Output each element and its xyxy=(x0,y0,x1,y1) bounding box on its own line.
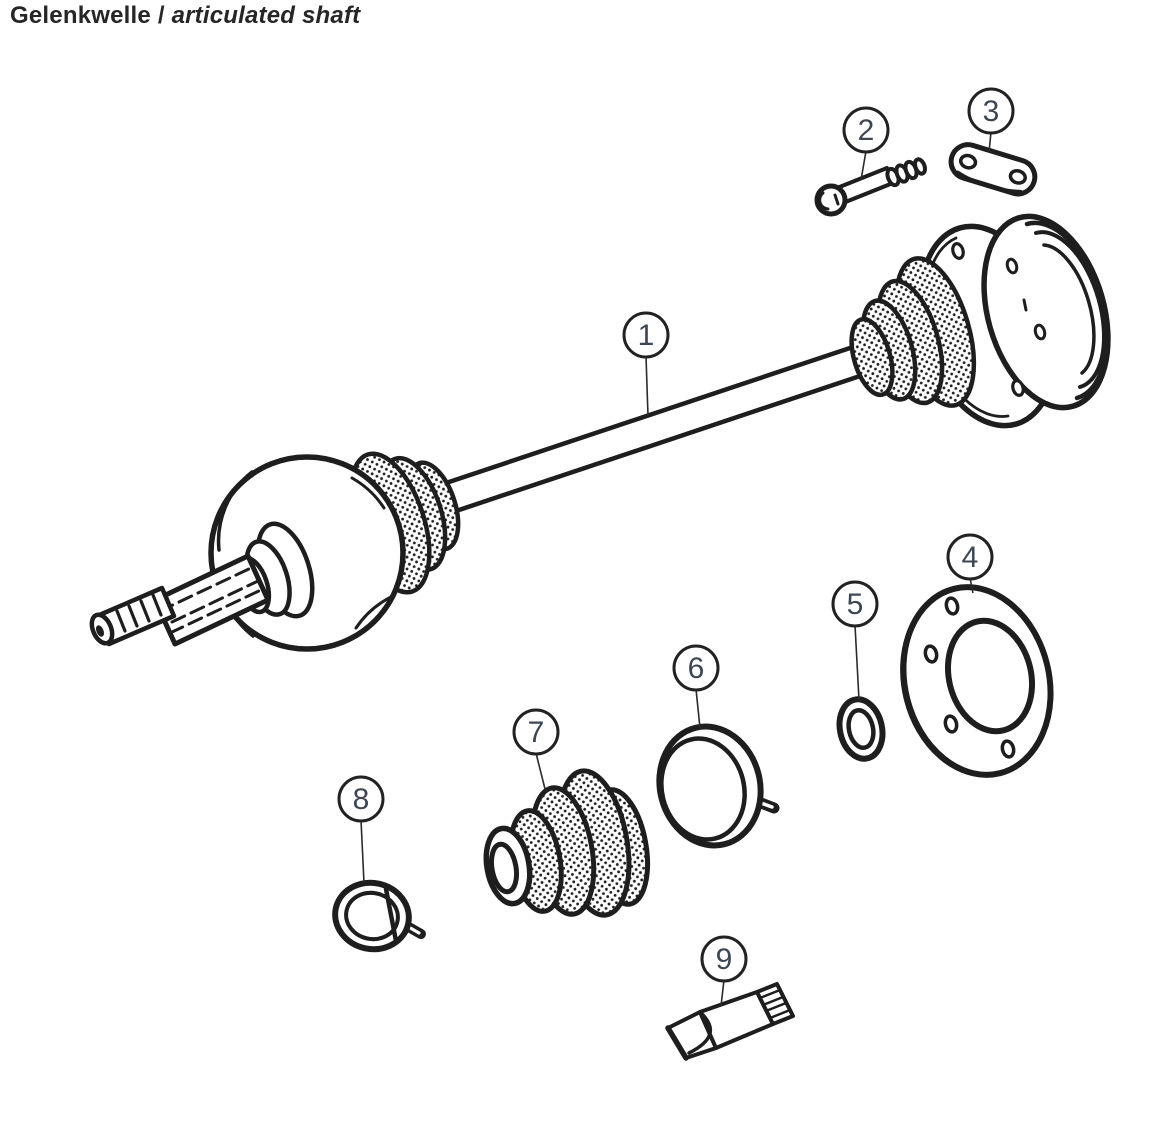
flange-gasket xyxy=(900,584,1054,778)
callouts: 1 2 3 4 5 6 7 xyxy=(337,87,1015,1007)
bolt-hole xyxy=(923,644,939,664)
callout-circle xyxy=(512,708,560,756)
title-english: articulated shaft xyxy=(171,2,361,29)
callout-number: 6 xyxy=(688,652,705,685)
bolt-hole xyxy=(951,242,965,260)
title-separator: / xyxy=(150,2,172,29)
plate-hole xyxy=(1008,169,1027,185)
boot-opening-hole xyxy=(488,841,520,895)
bolt-hole xyxy=(944,596,960,616)
callout-circle xyxy=(622,311,670,359)
callout-number: 3 xyxy=(983,95,1000,128)
bolt-hole xyxy=(1033,323,1047,341)
callout-1: 1 xyxy=(622,311,670,417)
outer-cv-joint-drum xyxy=(927,213,1111,411)
callout-circle xyxy=(672,644,720,692)
callout-number: 9 xyxy=(716,943,733,976)
drive-shaft xyxy=(440,335,893,515)
callout-9: 9 xyxy=(700,935,748,1007)
callout-circle xyxy=(842,106,890,154)
bolt-hole xyxy=(1011,379,1025,397)
callout-circle xyxy=(831,580,879,628)
callout-number: 7 xyxy=(528,716,545,749)
callout-8: 8 xyxy=(337,775,385,884)
callout-5: 5 xyxy=(831,580,879,701)
outer-cv-joint-boot xyxy=(849,256,977,408)
bolt-hole xyxy=(1005,257,1019,275)
boot-clamp-small xyxy=(332,879,426,953)
locking-plate xyxy=(948,142,1038,197)
title-german: Gelenkwelle xyxy=(10,2,151,29)
retaining-ring xyxy=(836,696,886,762)
callout-number: 5 xyxy=(847,588,864,621)
callout-number: 4 xyxy=(962,541,979,574)
inner-cv-joint xyxy=(89,451,461,652)
callout-circle xyxy=(337,775,385,823)
cv-boot xyxy=(483,768,651,918)
plate-hole xyxy=(958,153,978,170)
callout-circle xyxy=(967,87,1015,135)
boot-clamp-large xyxy=(656,723,780,849)
callout-7: 7 xyxy=(512,708,560,790)
splined-stub-shaft xyxy=(152,553,271,647)
callout-4: 4 xyxy=(946,533,994,594)
callout-3: 3 xyxy=(967,87,1015,153)
bolt-hole xyxy=(1000,739,1016,759)
threaded-stub xyxy=(89,585,177,647)
bolt-hole xyxy=(943,714,959,734)
callout-number: 8 xyxy=(353,783,370,816)
callout-circle xyxy=(946,533,994,581)
callout-2: 2 xyxy=(842,106,890,181)
tube-cap xyxy=(755,982,795,1026)
callout-circle xyxy=(700,935,748,983)
grease-tube xyxy=(665,982,795,1061)
callout-number: 1 xyxy=(638,319,655,352)
page-title: Gelenkwelle / articulated shaft xyxy=(10,2,360,30)
bolt xyxy=(814,157,927,217)
callout-6: 6 xyxy=(672,644,720,729)
callout-number: 2 xyxy=(858,114,875,147)
